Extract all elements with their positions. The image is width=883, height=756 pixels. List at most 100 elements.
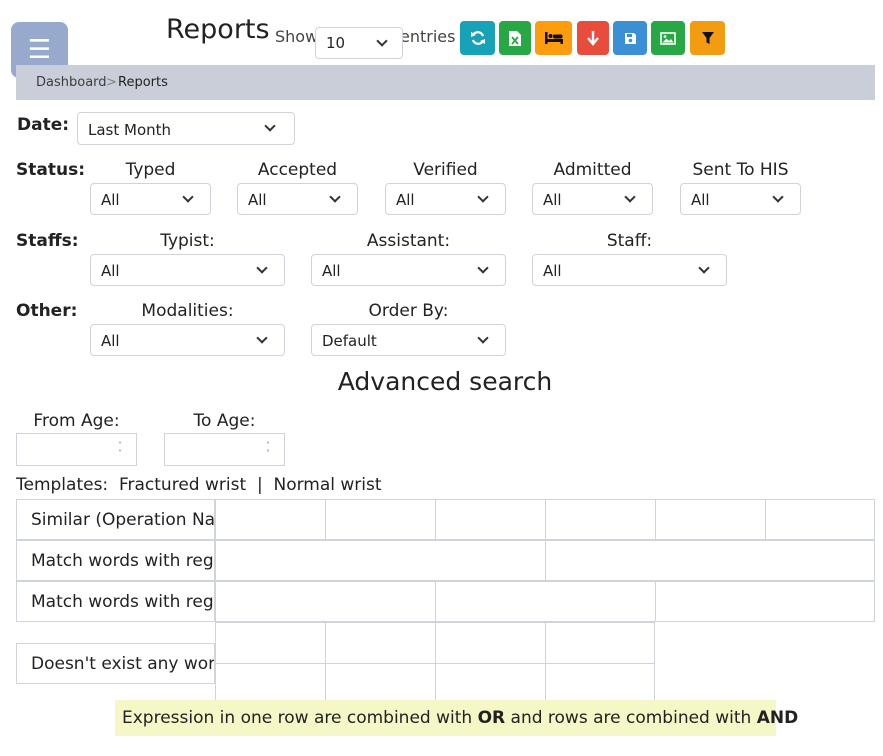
chevron-down-icon: [264, 120, 276, 132]
accepted-select[interactable]: All: [237, 183, 358, 215]
export-excel-button[interactable]: [499, 21, 531, 55]
staffs-label: Staffs:: [16, 231, 79, 251]
verified-label: Verified: [413, 160, 478, 180]
similar-input[interactable]: [765, 499, 875, 540]
download-button[interactable]: [577, 21, 609, 55]
note-or: OR: [477, 708, 506, 728]
not-exist-input[interactable]: [545, 622, 655, 664]
advanced-search-title: Advanced search: [337, 367, 553, 396]
staff-value: All: [543, 262, 562, 280]
modalities-label: Modalities:: [141, 301, 234, 321]
chevron-down-icon: [256, 262, 268, 274]
similar-input[interactable]: [435, 499, 546, 540]
chevron-down-icon: [329, 191, 341, 203]
from-age-label: From Age:: [33, 411, 120, 431]
verified-value: All: [396, 191, 415, 209]
chevron-down-icon: [624, 191, 636, 203]
date-select[interactable]: Last Month: [77, 112, 295, 145]
verified-select[interactable]: All: [385, 183, 506, 215]
admitted-label: Admitted: [553, 160, 632, 180]
spinner-icon[interactable]: ˄˅: [118, 441, 122, 458]
chevron-down-icon: [256, 332, 268, 344]
accepted-value: All: [248, 191, 267, 209]
chevron-down-icon: [182, 191, 194, 203]
typed-select[interactable]: All: [90, 183, 211, 215]
template-fractured-wrist[interactable]: Fractured wrist: [118, 475, 247, 495]
page-size-value: 10: [326, 34, 346, 52]
similar-input[interactable]: [325, 499, 436, 540]
note-text-1: Expression in one row are combined with: [122, 708, 478, 728]
excel-icon: [509, 30, 521, 46]
typist-select[interactable]: All: [90, 254, 285, 286]
template-normal-wrist[interactable]: Normal wrist: [273, 475, 382, 495]
staff-label: Staff:: [606, 231, 653, 251]
regex-input[interactable]: [545, 540, 875, 581]
typist-label: Typist:: [160, 231, 215, 251]
hamburger-icon: ☰: [27, 35, 52, 65]
assistant-select[interactable]: All: [311, 254, 506, 286]
arrow-down-icon: [587, 31, 599, 46]
typed-value: All: [101, 191, 120, 209]
sent-to-his-select[interactable]: All: [680, 183, 801, 215]
modalities-value: All: [101, 332, 120, 350]
admitted-button[interactable]: [535, 21, 572, 55]
note-text-2: and rows are combined with: [505, 708, 757, 728]
modalities-select[interactable]: All: [90, 324, 285, 356]
chevron-down-icon: [772, 191, 784, 203]
regex-input[interactable]: [655, 581, 875, 622]
from-age-input[interactable]: ˄˅: [16, 433, 137, 466]
assistant-value: All: [322, 262, 341, 280]
note-and: AND: [756, 708, 799, 728]
page-title: Reports: [166, 14, 270, 45]
filter-icon: [701, 32, 714, 44]
not-exist-input[interactable]: [435, 663, 546, 705]
not-exist-row-label: Doesn't exist any word: [16, 643, 215, 684]
similar-input[interactable]: [215, 499, 326, 540]
image-button[interactable]: [651, 21, 685, 55]
to-age-input[interactable]: ˄˅: [164, 433, 285, 466]
assistant-label: Assistant:: [366, 231, 451, 251]
similar-operation-row-label: Similar (Operation Name): [16, 499, 215, 540]
chevron-down-icon: [698, 262, 710, 274]
admitted-value: All: [543, 191, 562, 209]
entries-label: entries: [400, 27, 456, 46]
regex-input[interactable]: [435, 581, 656, 622]
save-button[interactable]: [613, 21, 647, 55]
not-exist-input[interactable]: [325, 622, 436, 664]
order-by-value: Default: [322, 332, 377, 350]
chevron-down-icon: [477, 191, 489, 203]
not-exist-input[interactable]: [215, 622, 326, 664]
to-age-label: To Age:: [193, 411, 256, 431]
date-value: Last Month: [88, 121, 172, 139]
similar-input[interactable]: [545, 499, 656, 540]
not-exist-input[interactable]: [545, 663, 655, 705]
templates-label: Templates:: [16, 475, 109, 495]
not-exist-input[interactable]: [215, 663, 326, 705]
not-exist-input[interactable]: [435, 622, 546, 664]
breadcrumb-separator: >: [106, 75, 117, 90]
accepted-label: Accepted: [257, 160, 338, 180]
breadcrumb-dashboard-link[interactable]: Dashboard: [36, 75, 107, 90]
order-by-select[interactable]: Default: [311, 324, 506, 356]
typed-label: Typed: [125, 160, 176, 180]
chevron-down-icon: [376, 35, 388, 47]
filter-button[interactable]: [690, 21, 725, 55]
regex-input[interactable]: [215, 581, 436, 622]
page-size-select[interactable]: 10: [315, 27, 403, 59]
admitted-select[interactable]: All: [532, 183, 653, 215]
not-exist-input[interactable]: [325, 663, 436, 705]
combine-note: Expression in one row are combined with …: [115, 700, 798, 736]
other-label: Other:: [16, 301, 78, 321]
staff-select[interactable]: All: [532, 254, 727, 286]
regex-row-label: Match words with regex: [16, 581, 215, 622]
order-by-label: Order By:: [368, 301, 449, 321]
similar-input[interactable]: [655, 499, 766, 540]
typist-value: All: [101, 262, 120, 280]
image-icon: [660, 31, 676, 45]
refresh-button[interactable]: [460, 21, 495, 55]
chevron-down-icon: [477, 332, 489, 344]
refresh-icon: [470, 31, 485, 45]
breadcrumb-current: Reports: [118, 75, 168, 90]
spinner-icon[interactable]: ˄˅: [266, 441, 270, 458]
regex-input[interactable]: [215, 540, 546, 581]
